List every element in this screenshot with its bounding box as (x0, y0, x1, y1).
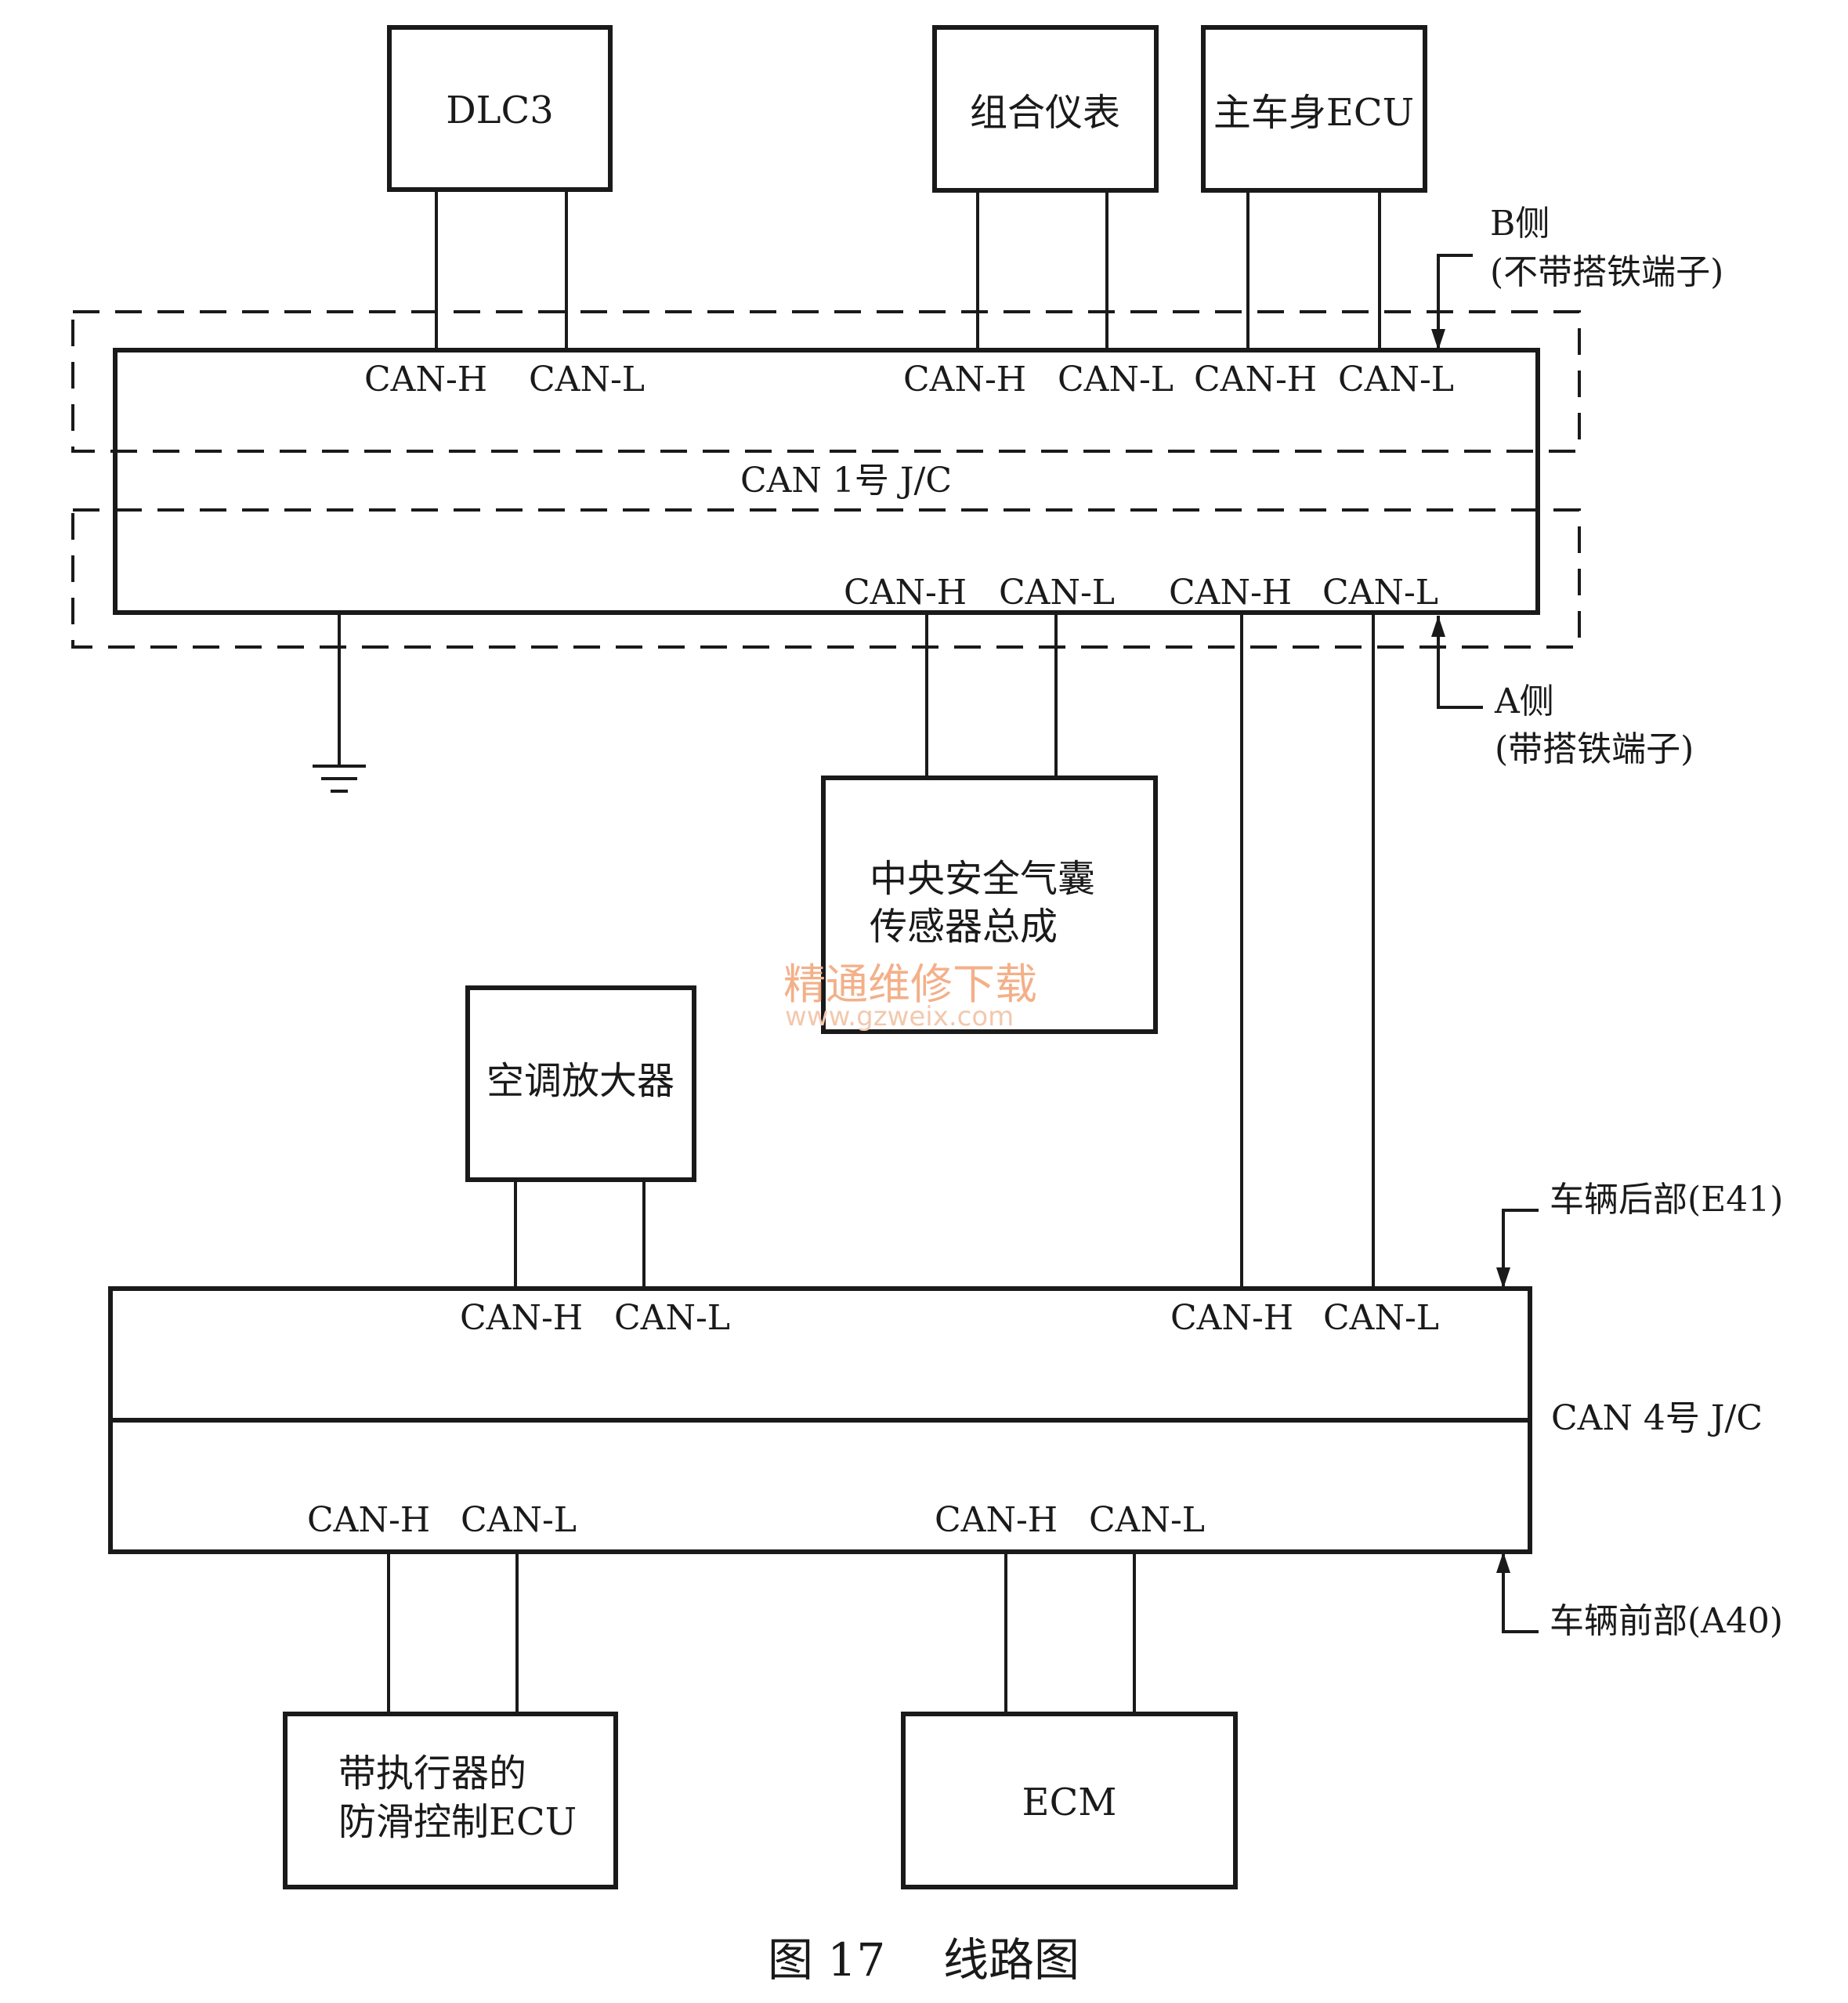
b-side-note: (不带搭铁端子) (1490, 252, 1723, 292)
main-body-ecu-label: 主车身ECU (1213, 91, 1414, 135)
pin-can-l: CAN-L (999, 573, 1115, 613)
pin-can-h: CAN-H (1194, 360, 1317, 400)
b-side-arrowhead (1431, 329, 1445, 350)
dlc3-box (387, 25, 613, 192)
pin-can-h: CAN-H (1169, 573, 1292, 613)
pin-can-l: CAN-L (461, 1500, 577, 1540)
skid-control-ecu-label-line1: 带执行器的 (338, 1752, 526, 1795)
pin-can-h: CAN-H (364, 360, 487, 400)
a-side-leader (1437, 616, 1483, 709)
can1-jc-box (113, 348, 1540, 615)
can1-jc-label: CAN 1号 J/C (740, 461, 952, 501)
dlc3-label: DLC3 (446, 89, 554, 132)
pin-can-l: CAN-L (614, 1298, 730, 1338)
airbag-sensor-label-line2: 传感器总成 (870, 905, 1058, 949)
pin-can-h: CAN-H (460, 1298, 583, 1338)
front-arrowhead (1496, 1552, 1510, 1573)
ecm-box (901, 1712, 1238, 1889)
b-side-region (71, 310, 1581, 453)
ac-amplifier-box (465, 985, 696, 1182)
a-side-note: (带搭铁端子) (1495, 729, 1694, 769)
combination-meter-box (932, 25, 1159, 193)
pin-can-l: CAN-L (1323, 1298, 1439, 1338)
pin-can-h: CAN-H (1170, 1298, 1293, 1338)
pin-can-h: CAN-H (935, 1500, 1058, 1540)
b-side-label: B侧 (1490, 204, 1550, 244)
can4-jc-label: CAN 4号 J/C (1551, 1398, 1763, 1438)
airbag-sensor-box (821, 776, 1158, 1034)
pin-can-l: CAN-L (1089, 1500, 1205, 1540)
a-side-region (71, 508, 1581, 649)
rear-arrowhead (1496, 1267, 1510, 1289)
watermark-url: www.gzweix.com (785, 1001, 1014, 1032)
airbag-sensor-label-line1: 中央安全气囊 (870, 857, 1095, 901)
skid-control-ecu-label-line2: 防滑控制ECU (338, 1800, 577, 1844)
pin-can-l: CAN-L (1322, 573, 1438, 613)
pin-can-l: CAN-L (529, 360, 645, 400)
watermark-text: 精通维修下载 (783, 960, 1037, 1009)
a-side-arrowhead (1431, 616, 1445, 637)
rear-leader (1502, 1209, 1539, 1289)
ecm-label: ECM (1022, 1781, 1117, 1824)
pin-can-h: CAN-H (903, 360, 1026, 400)
ground-symbol (313, 765, 366, 793)
skid-control-ecu-box (283, 1712, 618, 1889)
b-side-leader (1437, 254, 1473, 350)
front-connector-label: 车辆前部(A40) (1550, 1601, 1783, 1641)
pin-can-l: CAN-L (1058, 360, 1174, 400)
wires (338, 190, 1381, 1714)
main-body-ecu-box (1201, 25, 1427, 193)
pin-can-h: CAN-H (307, 1500, 430, 1540)
front-leader (1502, 1552, 1539, 1633)
a-side-label: A侧 (1494, 682, 1554, 721)
ac-amplifier-label: 空调放大器 (486, 1059, 674, 1103)
rear-connector-label: 车辆后部(E41) (1550, 1180, 1783, 1220)
pin-can-l: CAN-L (1338, 360, 1454, 400)
pin-can-h: CAN-H (844, 573, 967, 613)
combination-meter-label: 组合仪表 (970, 91, 1120, 135)
figure-caption: 图 17 线路图 (768, 1933, 1080, 1987)
